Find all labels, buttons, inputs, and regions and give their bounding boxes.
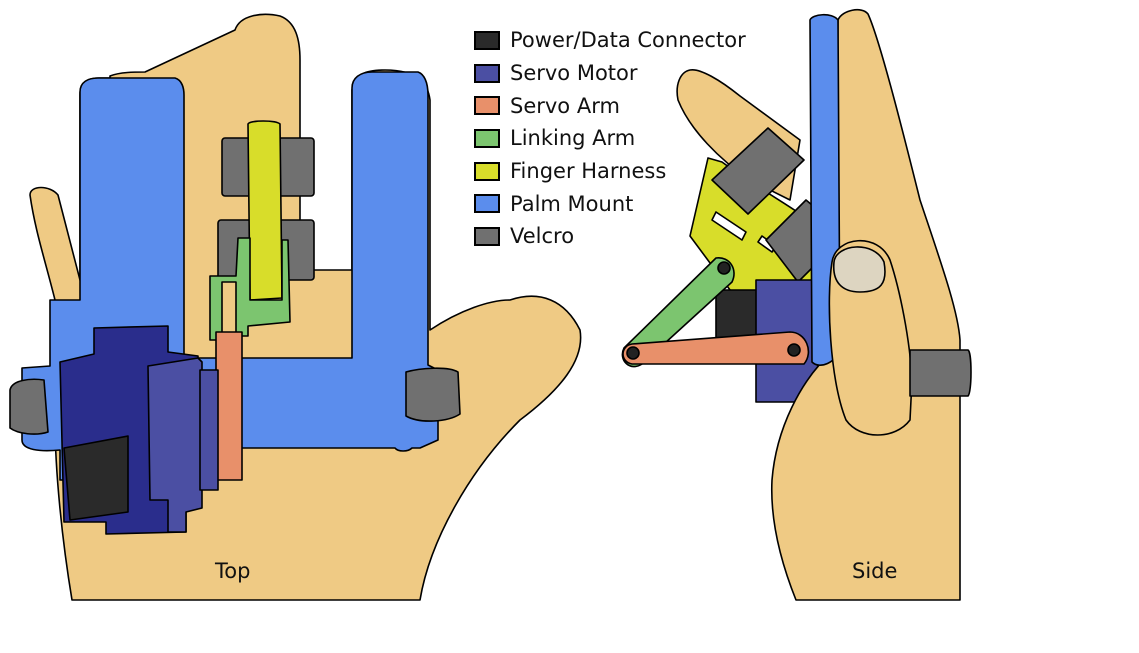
side-velcro-strap-1 (711, 127, 805, 215)
top-velcro-right (405, 367, 461, 422)
top-view-label: Top (215, 559, 251, 583)
legend-swatch (474, 63, 500, 83)
legend-swatch (474, 161, 500, 181)
legend-label: Power/Data Connector (510, 28, 746, 53)
side-view (621, 8, 972, 601)
top-servo-motor-tab (199, 369, 219, 491)
legend-swatch (474, 194, 500, 214)
side-pivot-1 (717, 261, 731, 275)
side-power-connector (715, 289, 761, 341)
side-thumb-nail (833, 246, 886, 293)
legend-label: Linking Arm (510, 126, 636, 151)
legend-item-finger-harness: Finger Harness (474, 155, 746, 188)
legend-swatch (474, 226, 500, 246)
legend-label: Servo Arm (510, 93, 620, 118)
legend-item-linking-arm: Linking Arm (474, 122, 746, 155)
legend-label: Servo Motor (510, 61, 638, 86)
side-pivot-3 (787, 343, 801, 357)
side-pivot-2 (626, 346, 640, 360)
side-velcro-band (909, 349, 972, 397)
legend-item-palm-mount: Palm Mount (474, 187, 746, 220)
legend-item-velcro: Velcro (474, 220, 746, 253)
top-velcro-left (9, 378, 49, 435)
top-view (9, 13, 582, 601)
top-linking-arm (209, 237, 291, 341)
legend-swatch (474, 96, 500, 116)
top-servo-arm (215, 331, 243, 481)
side-servo-arm (622, 331, 810, 365)
legend-item-servo-motor: Servo Motor (474, 57, 746, 90)
legend-label: Palm Mount (510, 191, 634, 216)
legend-swatch (474, 128, 500, 148)
legend-item-servo-arm: Servo Arm (474, 89, 746, 122)
legend: Power/Data Connector Servo Motor Servo A… (474, 24, 746, 253)
legend-swatch (474, 30, 500, 50)
top-servo-motor (147, 357, 203, 533)
top-power-connector (63, 435, 129, 521)
side-harness-slot-1 (711, 211, 747, 241)
legend-label: Velcro (510, 224, 575, 249)
side-view-label: Side (852, 559, 898, 583)
legend-label: Finger Harness (510, 159, 667, 184)
legend-item-power-data-connector: Power/Data Connector (474, 24, 746, 57)
top-finger-harness (247, 120, 283, 301)
